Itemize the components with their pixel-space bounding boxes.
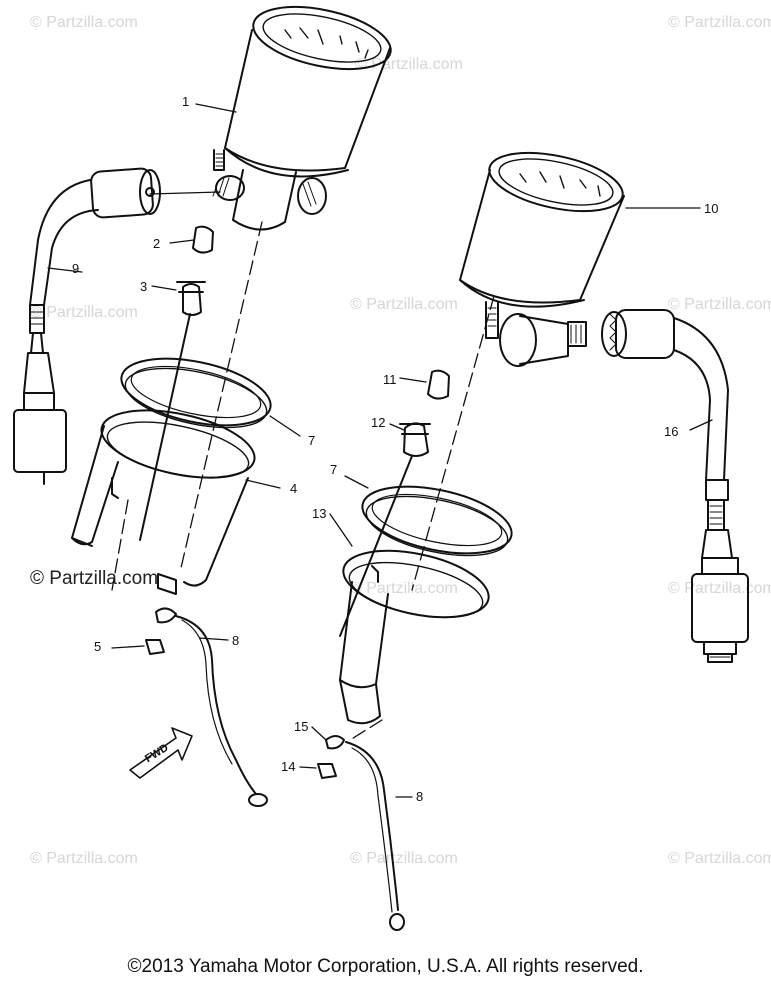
callout-11: 11 (383, 372, 397, 387)
callout-7-left: 7 (308, 433, 316, 448)
fwd-arrow-icon (129, 727, 193, 779)
alignment-lines-left (111, 221, 263, 591)
meter-bracket-left (71, 409, 256, 595)
lamp-wire-left (145, 607, 268, 807)
callout-8-right: 8 (416, 789, 424, 804)
callout-12: 12 (371, 415, 386, 430)
callout-7-right: 7 (330, 462, 338, 477)
watermark: © Partzilla.com (668, 296, 771, 313)
callout-3: 3 (140, 279, 148, 294)
speedometer-gauge (212, 5, 392, 231)
bulb-socket-right (339, 369, 450, 637)
callout-15: 15 (294, 719, 309, 734)
watermark-prominent: © Partzilla.com (30, 568, 159, 589)
watermark: © Partzilla.com (30, 14, 138, 31)
watermark: © Partzilla.com (350, 580, 458, 597)
callout-16: 16 (664, 424, 679, 439)
leader-lines (47, 103, 713, 798)
meter-bracket-right (339, 549, 490, 725)
callout-4: 4 (290, 481, 298, 496)
tachometer-cable (601, 309, 749, 663)
callout-8-left: 8 (232, 633, 240, 648)
callout-5: 5 (94, 639, 102, 654)
watermark: © Partzilla.com (350, 296, 458, 313)
alignment-lines-right (349, 295, 495, 741)
watermark: © Partzilla.com (668, 580, 771, 597)
callout-9: 9 (72, 261, 80, 276)
gasket-left (120, 357, 272, 429)
tachometer-gauge (459, 151, 625, 367)
lamp-wire-right (317, 735, 405, 931)
watermark: © Partzilla.com (30, 850, 138, 867)
speedometer-cable (13, 167, 161, 485)
watermark: © Partzilla.com (668, 850, 771, 867)
bulb-socket-left (139, 225, 214, 541)
watermark: © Partzilla.com (668, 14, 771, 31)
callout-13: 13 (312, 506, 327, 521)
callout-14: 14 (281, 759, 296, 774)
copyright-notice: ©2013 Yamaha Motor Corporation, U.S.A. A… (127, 956, 644, 977)
callout-2: 2 (153, 236, 161, 251)
watermark: © Partzilla.com (30, 304, 138, 321)
watermark: © Partzilla.com (350, 850, 458, 867)
gasket-right (361, 485, 513, 557)
callout-1: 1 (182, 94, 190, 109)
callout-10: 10 (704, 201, 719, 216)
